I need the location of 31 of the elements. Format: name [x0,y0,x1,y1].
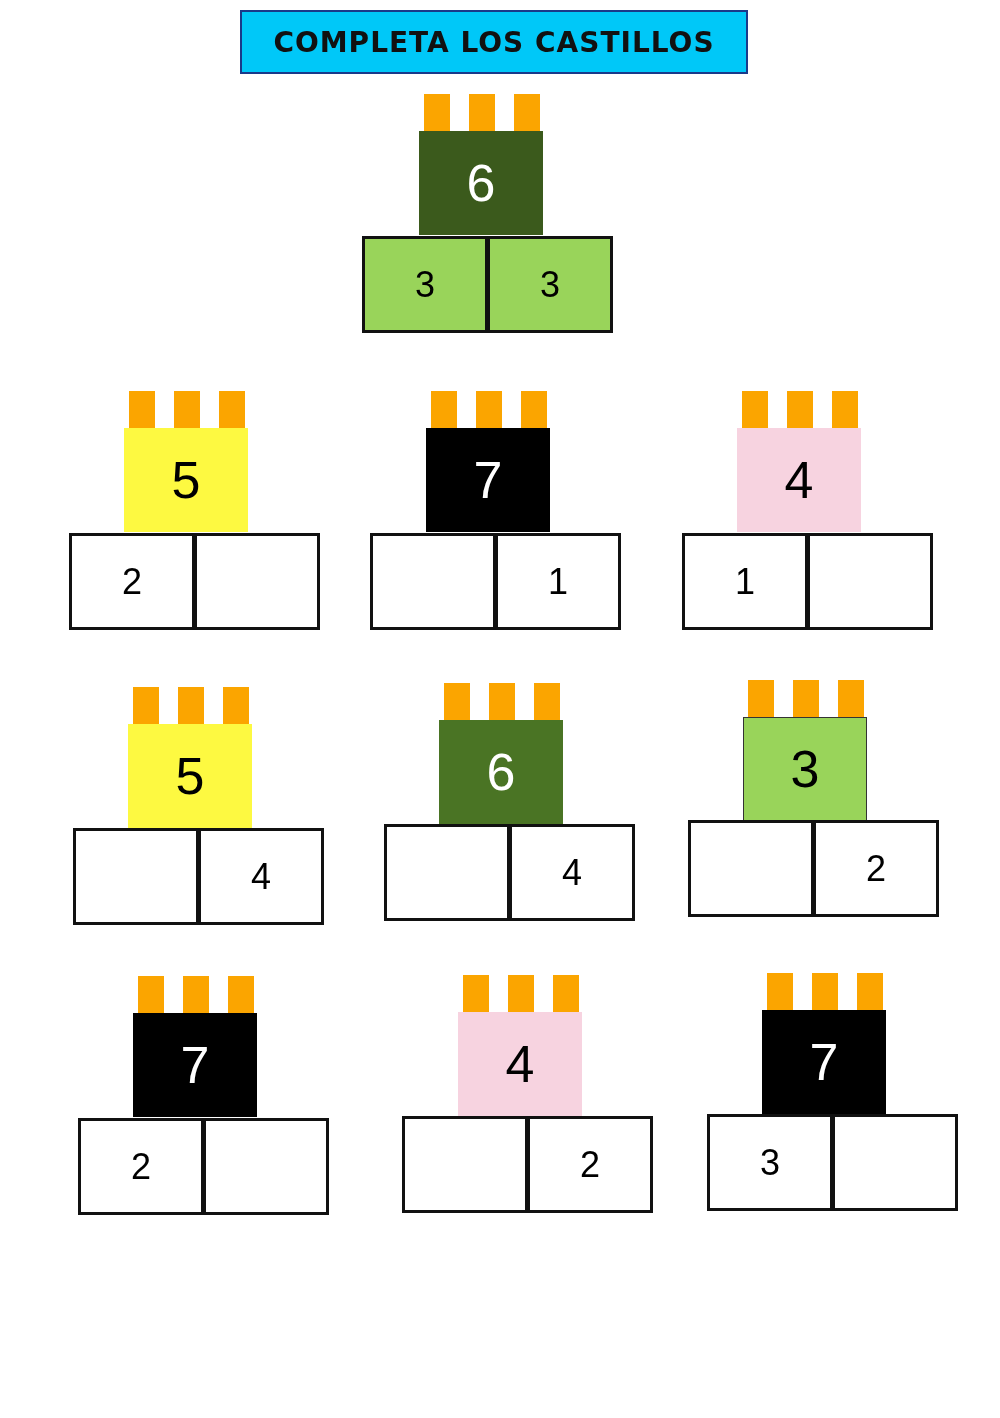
castle-top-block: 4 [458,1012,582,1116]
number-cell: 4 [198,828,324,925]
castle-top-block: 6 [439,720,563,824]
number-cell: 2 [813,820,939,917]
answer-cell [194,533,320,630]
castle-top-block: 4 [737,428,861,532]
number-cell: 4 [509,824,635,921]
number-cell: 1 [682,533,808,630]
number-cell: 2 [527,1116,653,1213]
number-cell: 3 [487,236,613,333]
castle-top-block: 5 [124,428,248,532]
answer-cell [384,824,510,921]
castle-top-block: 3 [743,717,867,821]
castle-top-block: 7 [426,428,550,532]
answer-cell [402,1116,528,1213]
castle-top-block: 6 [419,131,543,235]
answer-cell [807,533,933,630]
castle-top-block: 7 [133,1013,257,1117]
number-cell: 3 [707,1114,833,1211]
title-banner: COMPLETA LOS CASTILLOS [240,10,748,74]
answer-cell [203,1118,329,1215]
number-cell: 2 [69,533,195,630]
number-cell: 3 [362,236,488,333]
number-cell: 2 [78,1118,204,1215]
answer-cell [73,828,199,925]
number-cell: 1 [495,533,621,630]
answer-cell [688,820,814,917]
castle-top-block: 5 [128,724,252,828]
castle-top-block: 7 [762,1010,886,1114]
answer-cell [370,533,496,630]
answer-cell [832,1114,958,1211]
